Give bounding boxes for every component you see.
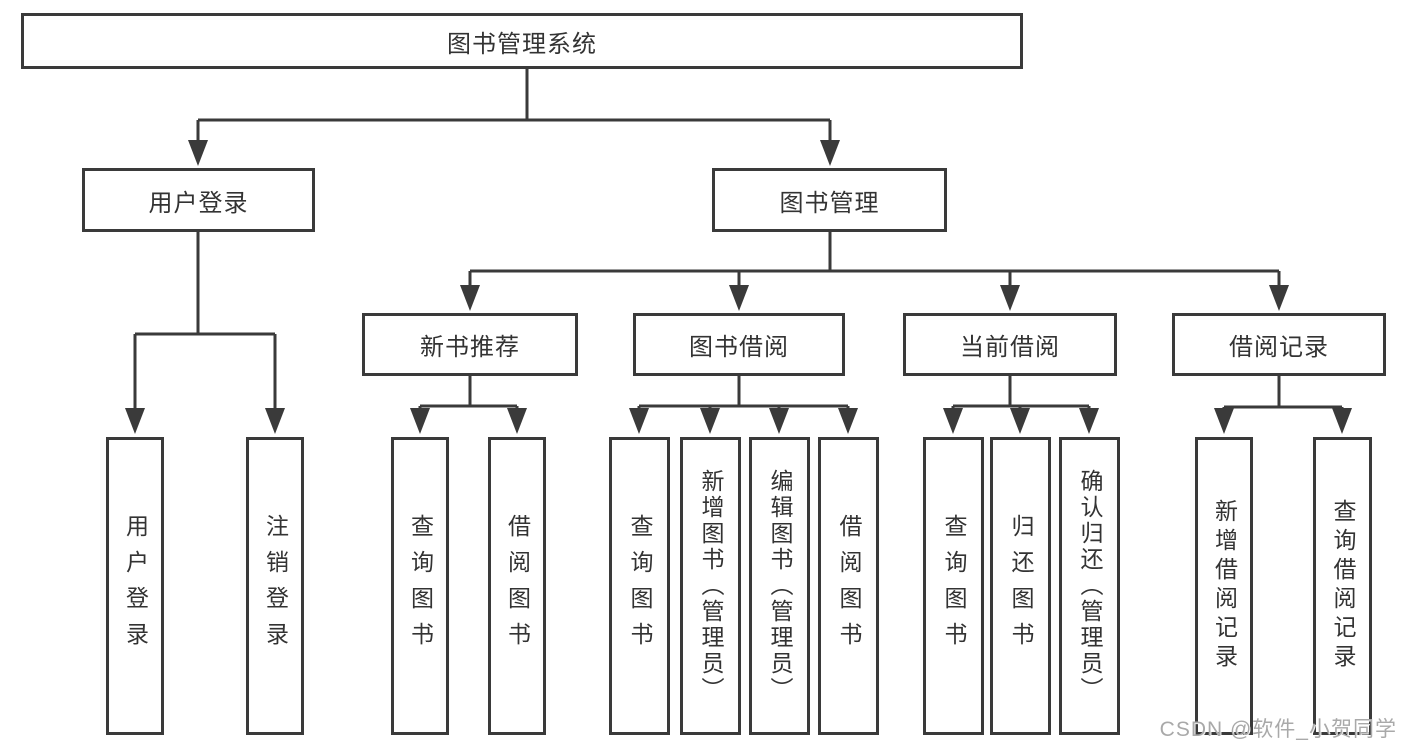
arrowhead [265, 408, 285, 434]
arrowhead [125, 408, 145, 434]
leaf-user-login-label: 用户登录 [122, 514, 149, 658]
arrowhead [1332, 408, 1352, 434]
leaf-confirm-return-admin: 确认归还（管理员） [1059, 437, 1120, 735]
arrowhead [1079, 408, 1099, 434]
leaf-query-books-recommend-label: 查询图书 [407, 514, 434, 658]
leaf-add-borrow-record-label: 新增借阅记录 [1211, 499, 1238, 673]
arrowhead [1000, 285, 1020, 311]
node-current-borrow-label: 当前借阅 [960, 334, 1060, 361]
arrowhead [507, 408, 527, 434]
watermark: CSDN @软件_小贺同学 [1159, 718, 1397, 741]
leaf-borrow-books-label: 借阅图书 [836, 514, 862, 658]
node-book-borrow: 图书借阅 [633, 313, 845, 376]
leaf-query-borrow-record-label: 查询借阅记录 [1330, 499, 1356, 673]
arrowhead [1010, 408, 1030, 434]
leaf-confirm-return-admin-label: 确认归还（管理员） [1077, 469, 1103, 703]
arrowhead [769, 408, 789, 434]
arrowhead [460, 285, 480, 311]
leaf-query-books-current: 查询图书 [923, 437, 984, 735]
arrowhead [820, 140, 840, 166]
leaf-edit-book-admin-label: 编辑图书（管理员） [767, 469, 793, 703]
node-new-book-recommend: 新书推荐 [362, 313, 578, 376]
leaf-query-books-current-label: 查询图书 [941, 514, 967, 658]
node-borrow-records-label: 借阅记录 [1229, 334, 1329, 361]
leaf-add-book-admin: 新增图书（管理员） [680, 437, 741, 735]
leaf-query-books-borrow-label: 查询图书 [627, 514, 653, 658]
arrowhead [410, 408, 430, 434]
node-book-management-label: 图书管理 [779, 189, 880, 217]
node-root-label: 图书管理系统 [447, 30, 597, 58]
node-root: 图书管理系统 [21, 13, 1023, 69]
node-user-login-label: 用户登录 [148, 189, 249, 217]
leaf-query-books-recommend: 查询图书 [391, 437, 449, 735]
node-book-management: 图书管理 [712, 168, 947, 232]
leaf-logout: 注销登录 [246, 437, 304, 735]
node-user-login: 用户登录 [82, 168, 315, 232]
arrowhead [1214, 408, 1234, 434]
arrowhead [700, 408, 720, 434]
arrowhead [943, 408, 963, 434]
arrowhead [629, 408, 649, 434]
leaf-borrow-books-recommend: 借阅图书 [488, 437, 546, 735]
leaf-edit-book-admin: 编辑图书（管理员） [749, 437, 810, 735]
leaf-return-books-label: 归还图书 [1008, 514, 1034, 658]
node-current-borrow: 当前借阅 [903, 313, 1117, 376]
leaf-borrow-books: 借阅图书 [818, 437, 879, 735]
leaf-query-borrow-record: 查询借阅记录 [1313, 437, 1372, 735]
leaf-return-books: 归还图书 [990, 437, 1051, 735]
leaf-add-book-admin-label: 新增图书（管理员） [698, 469, 724, 703]
arrowhead [729, 285, 749, 311]
leaf-query-books-borrow: 查询图书 [609, 437, 670, 735]
leaf-borrow-books-recommend-label: 借阅图书 [504, 514, 531, 658]
arrowhead [188, 140, 208, 166]
arrowhead [1269, 285, 1289, 311]
leaf-logout-label: 注销登录 [262, 514, 289, 658]
arrowhead [838, 408, 858, 434]
node-new-book-recommend-label: 新书推荐 [420, 334, 520, 361]
leaf-add-borrow-record: 新增借阅记录 [1195, 437, 1253, 735]
leaf-user-login: 用户登录 [106, 437, 164, 735]
node-borrow-records: 借阅记录 [1172, 313, 1386, 376]
node-book-borrow-label: 图书借阅 [689, 334, 789, 361]
